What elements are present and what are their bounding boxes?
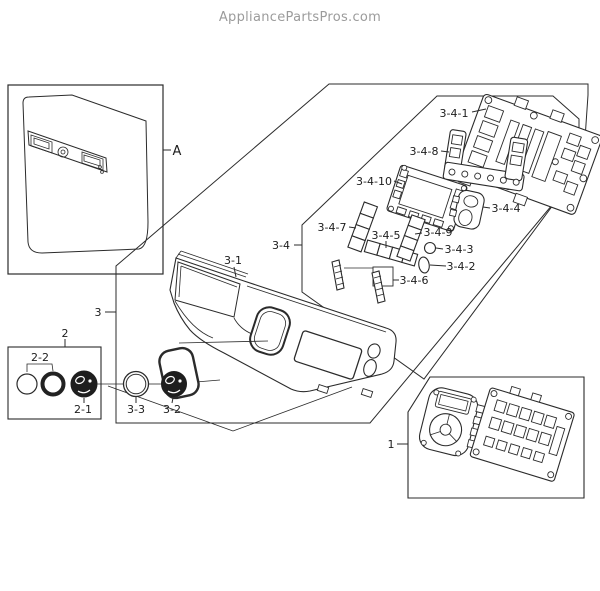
panel-display-window bbox=[293, 330, 363, 380]
part-3-4-7-button-strip bbox=[347, 201, 379, 253]
panel-button-bottom bbox=[363, 359, 377, 377]
part-3-4-3-round-button bbox=[423, 241, 437, 255]
machine-drawer bbox=[30, 134, 53, 154]
part-3-3-knob-ring bbox=[122, 370, 150, 398]
part-2-1-knob bbox=[70, 370, 98, 398]
sub-pcb-module bbox=[469, 385, 575, 482]
leader-3-4-7 bbox=[348, 226, 357, 229]
leader-3-2 bbox=[171, 397, 174, 404]
callout-A: A bbox=[173, 144, 182, 159]
callout-3-4: 3-4 bbox=[272, 239, 290, 252]
callout-2-2: 2-2 bbox=[31, 351, 49, 364]
part-2-2-washer bbox=[16, 373, 38, 395]
machine-display bbox=[81, 151, 104, 171]
callout-3-4-9: 3-4-9 bbox=[424, 226, 453, 239]
knob-kit-box-2: 2 2-2 2-1 bbox=[7, 327, 102, 420]
callout-3-4-8: 3-4-8 bbox=[410, 145, 439, 158]
part-2-2-ring bbox=[40, 371, 66, 397]
callout-3-4-7: 3-4-7 bbox=[318, 221, 347, 234]
part-3-4-8-button-bracket bbox=[442, 129, 529, 192]
assembly-3-outline bbox=[115, 83, 589, 424]
callout-3-4-4: 3-4-4 bbox=[492, 202, 521, 215]
knob-mounting-hole bbox=[249, 306, 291, 356]
part-3-1-control-panel bbox=[169, 250, 397, 398]
watermark-text: AppliancePartsPros.com bbox=[219, 10, 381, 25]
inset-machine-box: A bbox=[7, 84, 182, 275]
callout-3-3: 3-3 bbox=[127, 403, 145, 416]
machine-knob bbox=[57, 146, 69, 158]
callout-3-1: 3-1 bbox=[224, 254, 242, 267]
callout-3-4-10: 3-4-10 bbox=[356, 175, 392, 188]
washer-front-view bbox=[22, 94, 149, 254]
callout-1: 1 bbox=[388, 438, 395, 451]
leader-3-4-2 bbox=[429, 264, 447, 267]
callout-3-4-3: 3-4-3 bbox=[445, 243, 474, 256]
callout-3: 3 bbox=[95, 306, 102, 319]
leader-3-4-4 bbox=[482, 206, 491, 209]
part-3-4-9-button-strip bbox=[396, 214, 426, 262]
machine-control-band bbox=[27, 130, 108, 173]
pcb-kit-box-1: 1 bbox=[388, 376, 585, 499]
leader-3-4-8 bbox=[440, 150, 450, 153]
part-3-4-10-display-module bbox=[386, 164, 468, 232]
panel-button-top bbox=[367, 343, 381, 359]
callout-2: 2 bbox=[62, 327, 69, 340]
bracket-2-2 bbox=[26, 363, 54, 372]
leader-3-1 bbox=[233, 266, 237, 278]
leader-3-4-9 bbox=[414, 232, 423, 235]
callout-3-2: 3-2 bbox=[163, 403, 181, 416]
callout-3-4-6: 3-4-6 bbox=[400, 274, 429, 287]
callout-3-4-5: 3-4-5 bbox=[372, 229, 401, 242]
part-3-4-2-oval-button bbox=[418, 256, 430, 274]
leader-3-4-10 bbox=[393, 180, 403, 185]
callout-3-4-2: 3-4-2 bbox=[447, 260, 476, 273]
dispenser-opening bbox=[174, 261, 241, 318]
callout-3-4-1: 3-4-1 bbox=[440, 107, 469, 120]
part-3-4-6-pin-strips bbox=[331, 259, 394, 304]
part-3-4-4-button-piece bbox=[448, 189, 485, 230]
part-3-2-knob bbox=[158, 346, 200, 400]
leader-3-4-1 bbox=[471, 108, 487, 113]
leader-3-4-3 bbox=[435, 247, 444, 250]
callout-2-1: 2-1 bbox=[74, 403, 92, 416]
